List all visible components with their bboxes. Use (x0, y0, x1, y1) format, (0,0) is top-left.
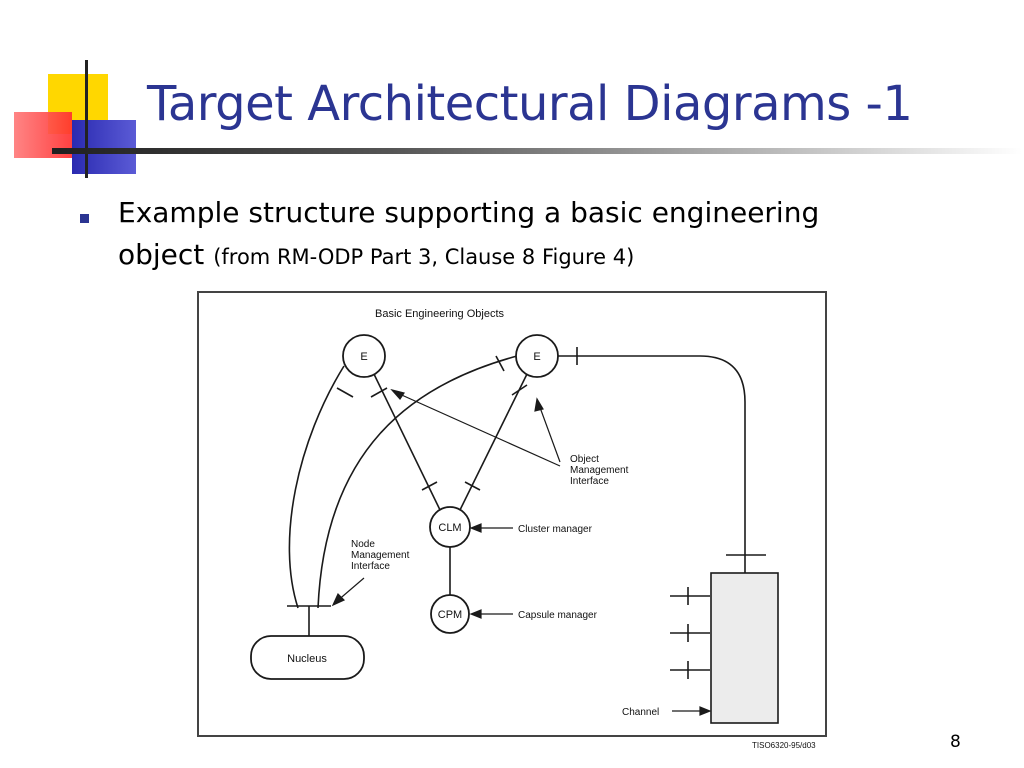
node-cpm-label: CPM (438, 609, 462, 621)
arrow-object-mgmt-left (394, 391, 561, 467)
decor-blue-square (72, 120, 136, 174)
tick-clm-b (464, 481, 481, 491)
tick-e-left-a (336, 387, 354, 398)
link-e-right-to-nucleus (317, 355, 518, 609)
node-e-left-label: E (360, 351, 367, 363)
bullet-marker (80, 214, 89, 223)
bullet-text-object: object (118, 238, 205, 271)
link-e-right-to-channel (558, 355, 746, 573)
label-object-mgmt-2: Management (570, 465, 629, 476)
slide-title: Target Architectural Diagrams -1 (147, 76, 913, 132)
bullet-text-line1: Example structure supporting a basic eng… (118, 196, 820, 229)
node-clm (429, 506, 471, 548)
bullet-source-note: (from RM-ODP Part 3, Clause 8 Figure 4) (213, 245, 635, 269)
tick-e-left-b (370, 387, 388, 398)
arrowhead-capsule-manager (469, 609, 482, 619)
label-object-mgmt-3: Interface (570, 476, 609, 487)
node-nucleus (250, 635, 365, 680)
diagram-title: Basic Engineering Objects (375, 308, 505, 320)
label-cluster-manager: Cluster manager (518, 524, 593, 535)
link-e-right-to-clm (458, 371, 529, 513)
arrowhead-channel (699, 706, 712, 716)
tick-e-right-b (511, 384, 528, 396)
label-channel: Channel (622, 707, 659, 718)
arrowhead-cluster-manager (469, 523, 482, 533)
node-nucleus-label: Nucleus (287, 653, 327, 665)
label-node-mgmt-2: Management (351, 550, 410, 561)
link-e-left-to-clm (371, 369, 442, 513)
arrowhead-object-mgmt-right (534, 397, 544, 412)
diagram-frame (197, 291, 827, 737)
arrowhead-node-mgmt (331, 592, 346, 607)
bullet-text-line2: object (from RM-ODP Part 3, Clause 8 Fig… (118, 238, 634, 271)
title-underline (52, 148, 1022, 154)
decor-vertical-rule (85, 60, 88, 178)
arrowhead-object-mgmt-left (390, 388, 405, 400)
label-capsule-manager: Capsule manager (518, 610, 598, 621)
label-object-mgmt-1: Object (570, 454, 599, 465)
node-clm-label: CLM (438, 522, 461, 534)
node-e-left (342, 334, 386, 378)
node-e-right (515, 334, 559, 378)
link-e-left-to-nucleus (288, 365, 345, 609)
engineering-objects-diagram: Basic Engineering Objects E E CLM CPM Nu… (197, 291, 827, 750)
node-e-right-label: E (533, 351, 540, 363)
label-figure-ref: TISO6320-95/d03 (752, 741, 816, 750)
label-node-mgmt-3: Interface (351, 561, 390, 572)
tick-clm-a (421, 481, 438, 491)
tick-e-right-a (495, 355, 505, 372)
node-cpm (430, 594, 470, 634)
node-channel (710, 572, 779, 724)
page-number: 8 (950, 732, 961, 752)
label-node-mgmt-1: Node (351, 539, 375, 550)
arrow-object-mgmt-right (537, 401, 561, 463)
